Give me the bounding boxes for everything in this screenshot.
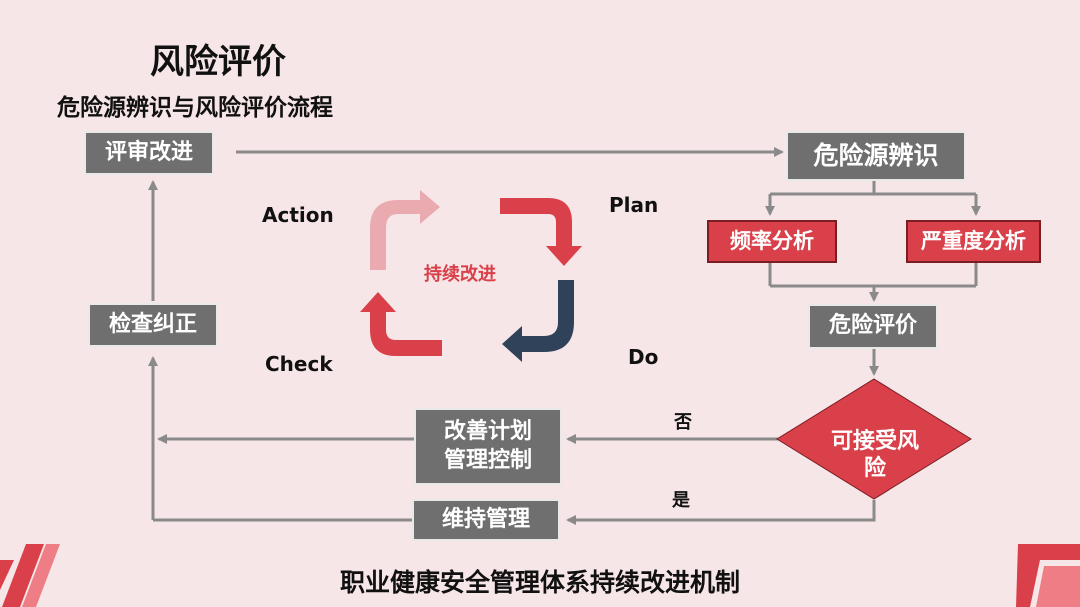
risk-evaluation-box: 危险评价	[808, 304, 938, 349]
improvement-plan-label-2: 管理控制	[443, 447, 532, 473]
hazard-identification-box: 危险源辨识	[786, 131, 966, 181]
acceptable-risk-label-2: 险	[863, 456, 886, 481]
pdca-plan-label: Plan	[609, 193, 659, 217]
acceptable-risk-diamond	[776, 378, 972, 500]
cycle-arrow-check	[360, 292, 442, 356]
check-correct-label: 检查纠正	[108, 311, 197, 337]
corner-decoration-right	[1016, 544, 1080, 607]
cycle-arrow-do	[502, 280, 574, 362]
maintain-management-box: 维持管理	[412, 499, 560, 541]
page-subtitle: 危险源辨识与风险评价流程	[57, 95, 333, 121]
improvement-plan-box: 改善计划 管理控制	[414, 408, 562, 485]
risk-evaluation-label: 危险评价	[828, 313, 917, 339]
acceptable-risk-label-1: 可接受风	[830, 428, 919, 454]
pdca-do-label: Do	[628, 345, 659, 369]
pdca-action-label: Action	[262, 203, 334, 227]
branch-no-label: 否	[674, 412, 692, 433]
check-correct-box: 检查纠正	[88, 303, 218, 347]
review-improve-box: 评审改进	[84, 131, 214, 175]
pdca-center-label: 持续改进	[424, 264, 496, 285]
frequency-analysis-label: 频率分析	[730, 228, 814, 253]
cycle-arrow-action	[370, 190, 440, 270]
severity-analysis-box: 严重度分析	[906, 220, 1041, 263]
hazard-identification-label: 危险源辨识	[813, 140, 939, 170]
pdca-cycle	[360, 190, 582, 362]
acceptable-risk-text: 可接受风 险	[800, 420, 950, 490]
footer-caption: 职业健康安全管理体系持续改进机制	[339, 568, 740, 597]
improvement-plan-label-1: 改善计划	[443, 418, 532, 444]
branch-yes-label: 是	[672, 490, 690, 511]
frequency-analysis-box: 频率分析	[707, 220, 837, 263]
corner-decoration-left	[0, 544, 60, 607]
cycle-arrow-plan	[500, 198, 582, 266]
review-improve-label: 评审改进	[104, 139, 193, 165]
pdca-check-label: Check	[265, 352, 333, 376]
page-title: 风险评价	[150, 42, 286, 82]
severity-analysis-label: 严重度分析	[921, 228, 1026, 253]
arrow-yes-to-maintain	[566, 500, 876, 525]
maintain-management-label: 维持管理	[441, 506, 530, 532]
